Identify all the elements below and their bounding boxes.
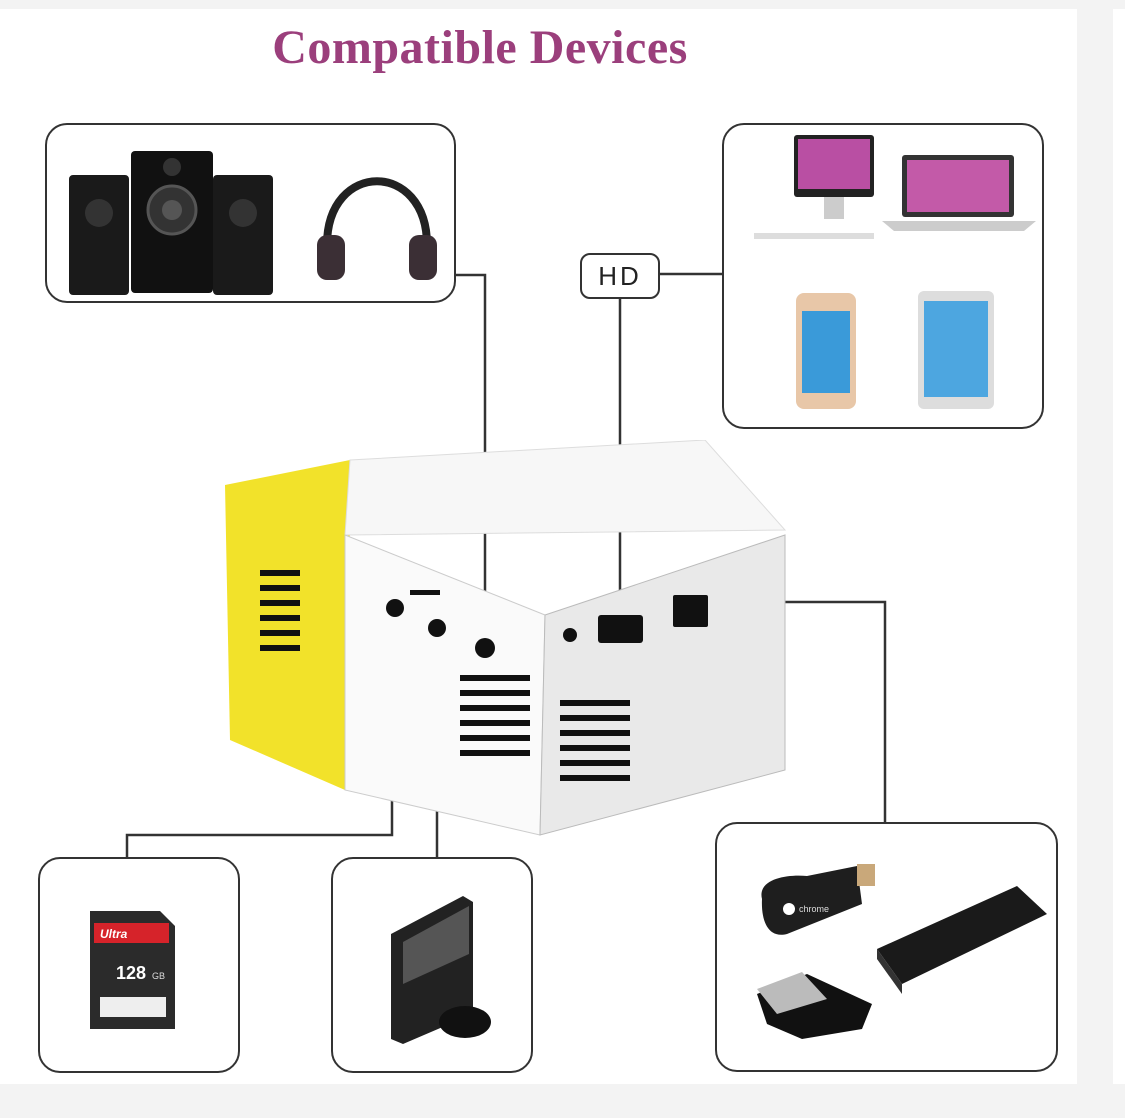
usb-devices-icons: chrome (757, 864, 1047, 1039)
speakers-icon (69, 151, 273, 295)
hd-label: HD (580, 253, 660, 299)
game-console-box (331, 857, 533, 1073)
game-console-icon (391, 896, 491, 1044)
svg-text:chrome: chrome (799, 904, 829, 914)
sd-card-box: Ultra 128 GB (38, 857, 240, 1073)
projector-image (225, 440, 787, 836)
page-title: Compatible Devices (272, 21, 688, 74)
hd-devices-icons (754, 135, 1036, 409)
svg-text:128: 128 (116, 963, 146, 983)
svg-text:Ultra: Ultra (100, 927, 128, 941)
hd-sources-box (722, 123, 1044, 429)
audio-devices-box (45, 123, 456, 303)
svg-text:GB: GB (152, 971, 165, 981)
headphones-icon (317, 177, 437, 280)
sd-card-icon: Ultra 128 GB (90, 911, 175, 1029)
side-strip (1113, 9, 1125, 1084)
usb-devices-box: chrome (715, 822, 1058, 1072)
